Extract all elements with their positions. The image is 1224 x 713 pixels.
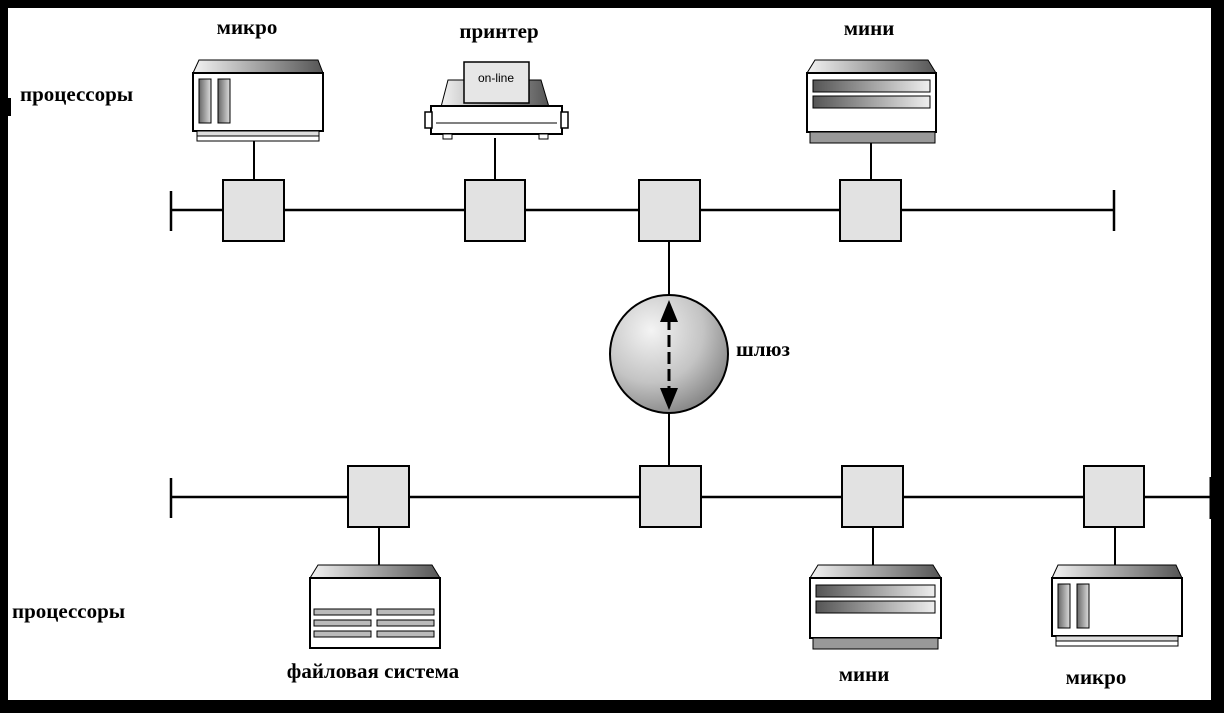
- bottom-node-1: [347, 465, 410, 528]
- processors-bottom-label: процессоры: [12, 599, 125, 623]
- mini-computer-icon: [806, 59, 937, 144]
- gateway-label: шлюз: [736, 337, 790, 361]
- bottom-node-2: [639, 465, 702, 528]
- micro-computer-icon: [1051, 564, 1183, 647]
- top-connectors: [253, 138, 872, 466]
- gateway-icon: [609, 294, 729, 414]
- micro-bottom-label: микро: [1066, 665, 1127, 689]
- micro-computer-icon: [192, 59, 324, 142]
- printer-status-label: on-line: [478, 71, 514, 85]
- top-node-1: [222, 179, 285, 242]
- bottom-connectors: [378, 527, 1116, 565]
- bottom-node-3: [841, 465, 904, 528]
- mini-computer-icon: [809, 564, 942, 650]
- file-system-server-icon: [309, 564, 441, 649]
- printer-label: принтер: [459, 19, 538, 43]
- mini-bottom-label: мини: [839, 662, 890, 686]
- top-node-4: [839, 179, 902, 242]
- top-node-3: [638, 179, 701, 242]
- panel-edge-mark: [8, 98, 11, 116]
- processors-top-label: процессоры: [20, 82, 133, 106]
- printer-icon: [424, 61, 569, 140]
- micro-top-label: микро: [217, 15, 278, 39]
- mini-top-label: мини: [844, 16, 895, 40]
- top-node-2: [464, 179, 526, 242]
- file-system-label: файловая система: [287, 659, 460, 683]
- bottom-node-4: [1083, 465, 1145, 528]
